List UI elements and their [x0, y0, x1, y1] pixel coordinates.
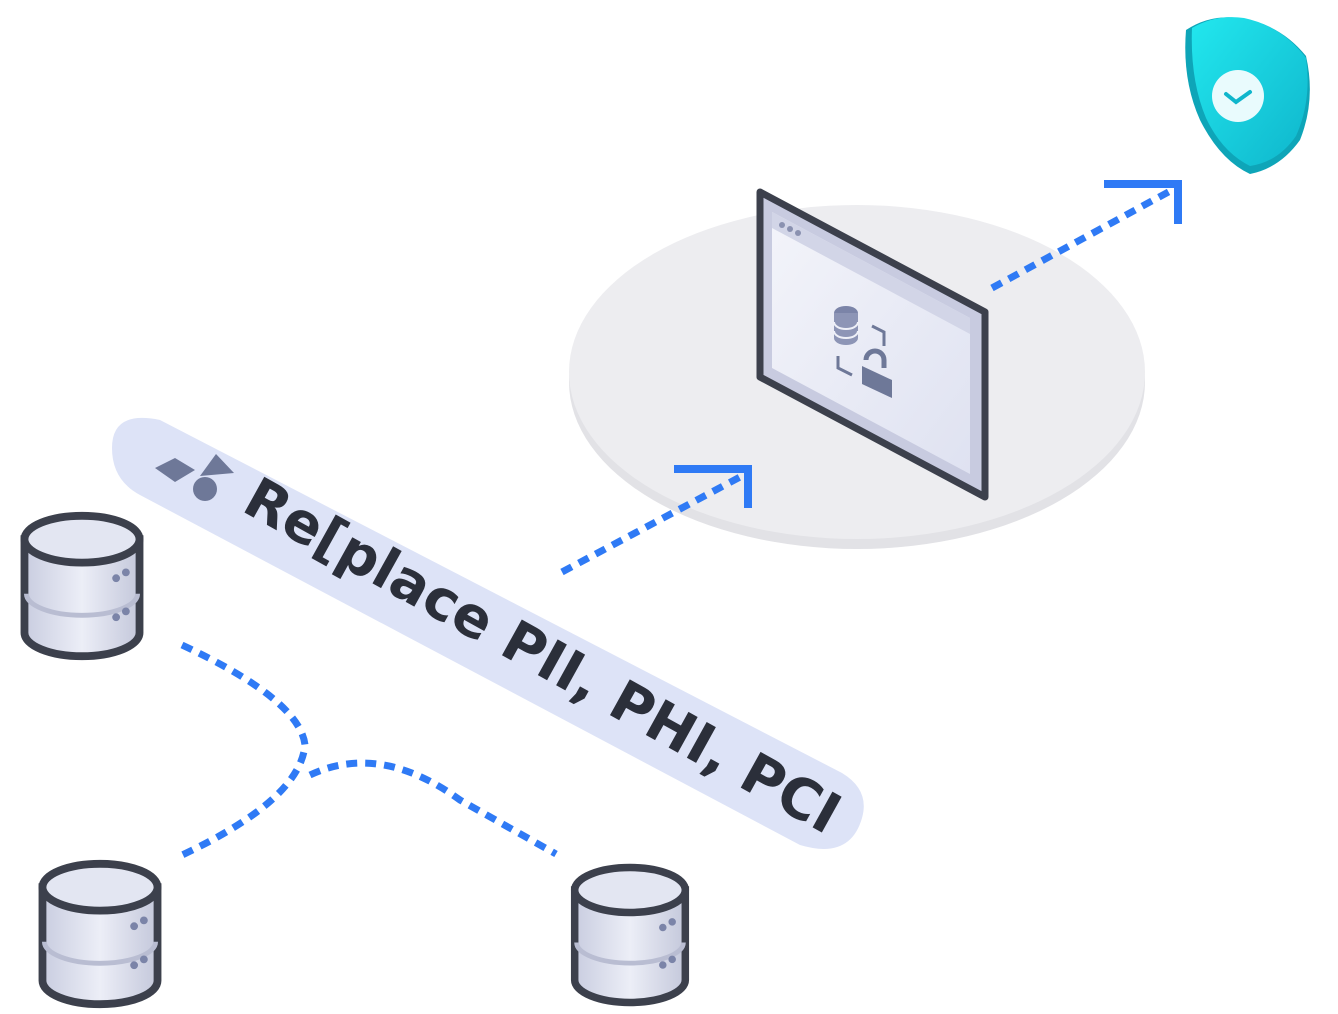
- shapes-icon: [155, 454, 234, 501]
- database-icon-bottom-right: [575, 868, 686, 1003]
- shield-check-icon: [1185, 17, 1310, 175]
- browser-window: [756, 188, 989, 501]
- connector-lines: [178, 180, 1182, 860]
- database-icon-bottom-left: [42, 864, 157, 1004]
- lock-icon: [862, 348, 892, 398]
- window-database-icon: [833, 306, 859, 345]
- database-icon-top-left: [24, 516, 139, 656]
